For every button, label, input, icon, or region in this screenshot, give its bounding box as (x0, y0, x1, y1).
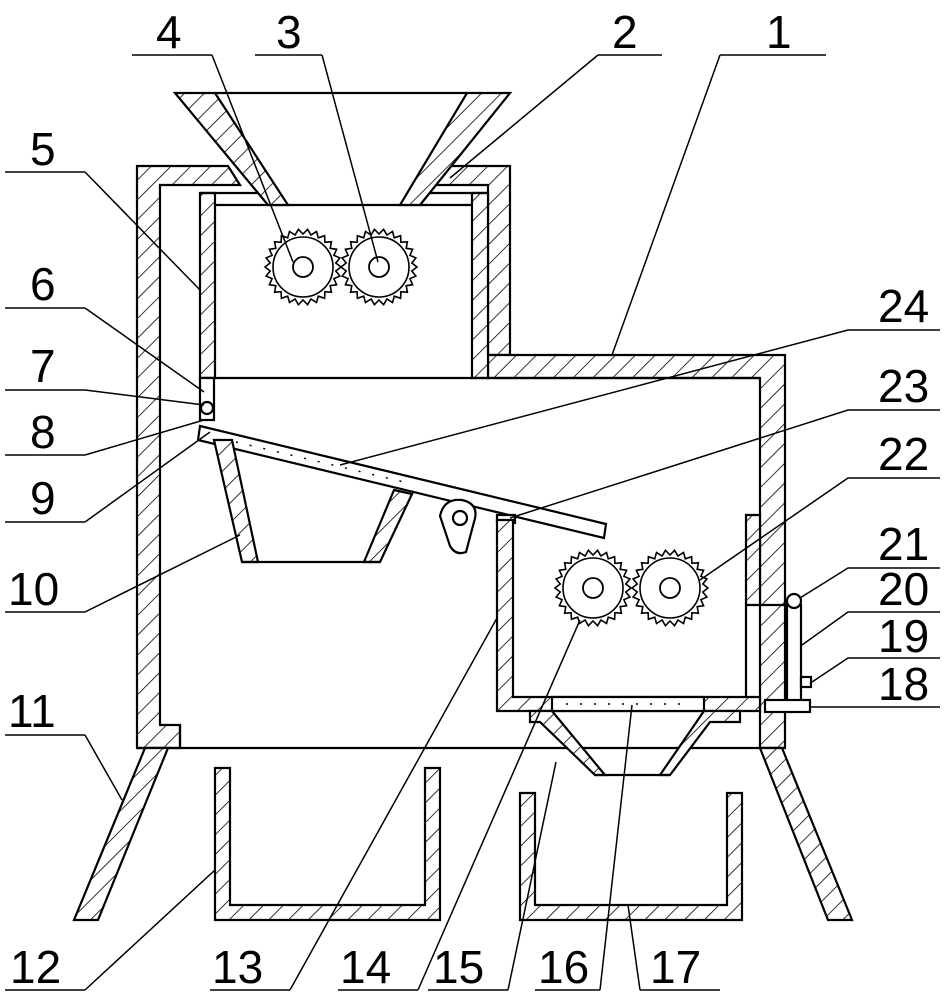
callout-18: 18 (878, 658, 929, 710)
upper-chamber-right-wall (470, 191, 490, 380)
bottom-screen (550, 695, 706, 713)
inclined-screen (196, 424, 608, 540)
lower-left-crushing-gear (553, 548, 633, 628)
callout-7: 7 (30, 340, 56, 392)
bottom-outlet (528, 695, 742, 777)
callout-9: 9 (30, 472, 56, 524)
lower-chamber (495, 518, 785, 713)
callout-6: 6 (30, 258, 56, 310)
upper-chamber (198, 191, 760, 380)
hopper-left-wall (172, 91, 291, 207)
callout-16: 16 (538, 941, 589, 993)
callout-2: 2 (612, 6, 638, 58)
callout-19: 19 (878, 610, 929, 662)
middle-funnel (212, 438, 414, 564)
control-latch (799, 675, 813, 689)
gear-hub (292, 256, 314, 278)
hopper-right-wall (398, 91, 513, 207)
slide-rail (198, 376, 216, 422)
upper-chamber-left-wall (198, 191, 217, 380)
right-collection-box (518, 791, 744, 922)
cam-shaft (451, 509, 469, 527)
funnel-left-wall (212, 438, 260, 564)
housing-top-right-wall (422, 164, 512, 357)
callout-3: 3 (276, 6, 302, 58)
gear-rim (639, 557, 701, 619)
gear-hub (659, 577, 681, 599)
vibration-cam (438, 498, 517, 555)
callout-23: 23 (878, 360, 929, 412)
screen-plate (196, 424, 608, 540)
housing-right-inner-wall (744, 513, 762, 607)
callout-4: 4 (156, 6, 182, 58)
callout-21: 21 (878, 518, 929, 570)
callout-11: 11 (8, 685, 56, 737)
callout-labels: 1 2 3 4 5 6 7 8 9 10 11 12 13 14 15 16 1… (8, 6, 929, 993)
callout-13: 13 (212, 941, 263, 993)
discharge-control (763, 592, 813, 714)
callout-8: 8 (30, 406, 56, 458)
upper-right-crushing-gear (339, 227, 419, 307)
callout-17: 17 (650, 941, 701, 993)
gear-rim (348, 236, 410, 298)
legs (72, 746, 854, 922)
left-leg (72, 746, 170, 922)
callout-24: 24 (878, 280, 929, 332)
callout-14: 14 (340, 941, 391, 993)
control-slider (763, 698, 812, 714)
control-rod (785, 603, 803, 707)
funnel-right-wall (362, 488, 414, 564)
outlet-right-wall (657, 709, 742, 777)
callout-22: 22 (878, 428, 929, 480)
gear-hub (582, 577, 604, 599)
control-knob (785, 592, 803, 610)
callout-15: 15 (433, 941, 484, 993)
feed-hopper (172, 91, 513, 207)
upper-left-crushing-gear (263, 227, 343, 307)
callout-1: 1 (766, 6, 792, 58)
gear-hub (368, 256, 390, 278)
left-collection-box (213, 766, 442, 922)
callout-12: 12 (10, 941, 61, 993)
cam-body (438, 498, 477, 555)
collection-boxes (213, 766, 744, 922)
gear-rim (562, 557, 624, 619)
callout-20: 20 (878, 563, 929, 615)
gear-rim (272, 236, 334, 298)
leader-lines (5, 54, 940, 991)
callout-10: 10 (8, 563, 59, 615)
right-leg (758, 746, 854, 922)
outlet-left-wall (528, 709, 608, 777)
lower-right-crushing-gear (630, 548, 710, 628)
lower-chamber-wall (495, 518, 762, 713)
hinge-pin (199, 400, 215, 416)
callout-5: 5 (30, 123, 56, 175)
